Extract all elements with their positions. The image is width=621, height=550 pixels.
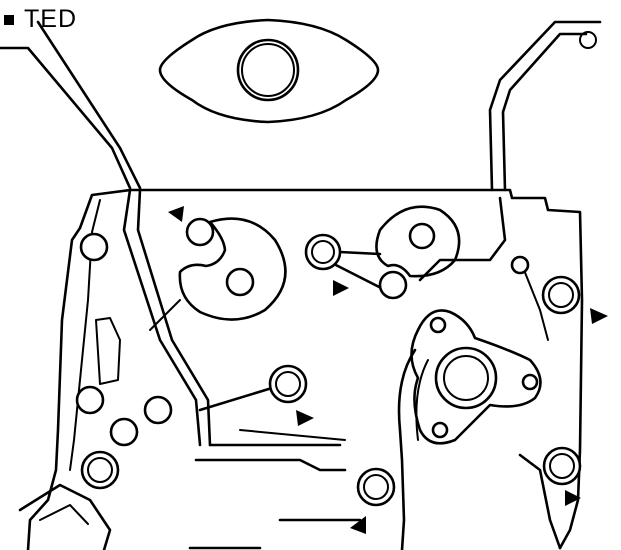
lower-right-edge bbox=[518, 453, 562, 550]
link-lower bbox=[198, 386, 274, 412]
link-diag bbox=[328, 260, 387, 292]
arrow-mid bbox=[333, 280, 349, 296]
gasket-flange bbox=[158, 18, 380, 124]
cam-support-line bbox=[149, 299, 181, 331]
arrow-bottom bbox=[350, 516, 366, 534]
cam-sprocket-right bbox=[375, 205, 461, 278]
ted-label: TED bbox=[24, 4, 77, 33]
pump-curve bbox=[397, 348, 417, 550]
marked-bolts bbox=[80, 233, 582, 507]
plain-bolts bbox=[75, 217, 530, 447]
chain-guide-right-inner bbox=[519, 259, 549, 341]
cam-sprocket-left bbox=[178, 217, 287, 321]
link-top bbox=[338, 250, 382, 256]
right-wire-inner bbox=[501, 32, 588, 192]
arrow-lower-right bbox=[565, 490, 581, 506]
left-wire-inner bbox=[36, 20, 142, 190]
ted-label-group: TED bbox=[4, 3, 77, 35]
right-wire bbox=[488, 20, 602, 192]
bolt-left-1 bbox=[79, 232, 109, 262]
left-wire bbox=[0, 46, 132, 190]
arrow-top-left bbox=[168, 206, 184, 222]
wire-eyelet bbox=[579, 31, 597, 49]
bolt-center bbox=[378, 270, 408, 300]
bolt-left-4 bbox=[109, 417, 139, 447]
bolt-left-3 bbox=[143, 395, 173, 425]
square-bullet-icon bbox=[4, 15, 14, 25]
bolt-left-2 bbox=[75, 385, 105, 415]
triangle-pointer-icons bbox=[168, 206, 608, 534]
arrow-right-top bbox=[590, 308, 608, 324]
pump-curve-inner bbox=[415, 359, 429, 441]
chain-guide-right bbox=[418, 196, 507, 282]
housing-outline bbox=[26, 188, 584, 550]
lower-plate-edge bbox=[239, 429, 346, 441]
bolt-small-right bbox=[510, 255, 530, 275]
bolt-top-left bbox=[185, 217, 215, 247]
lower-fitting bbox=[18, 483, 112, 550]
housing-inner-left bbox=[69, 199, 101, 471]
left-rail-a bbox=[122, 188, 202, 447]
arrow-lower-mid bbox=[296, 410, 314, 426]
pump-hub bbox=[410, 309, 542, 445]
lower-plate bbox=[188, 443, 362, 550]
left-slot bbox=[95, 317, 121, 385]
left-rail-b bbox=[136, 188, 212, 447]
lower-fitting-inner bbox=[39, 504, 89, 525]
